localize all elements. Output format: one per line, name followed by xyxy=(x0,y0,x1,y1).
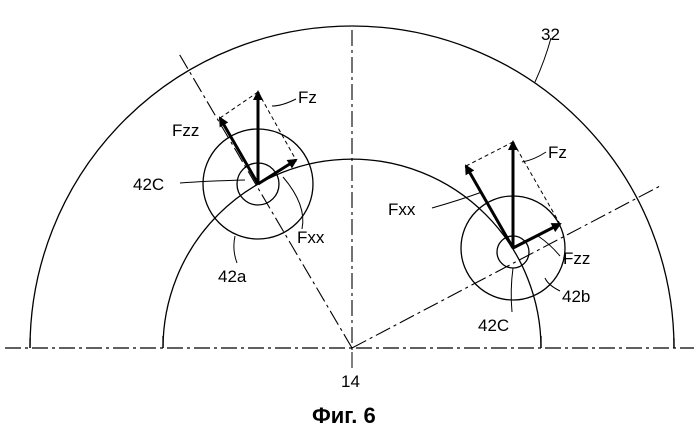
leader-right-fxx xyxy=(432,192,482,208)
figure-caption: Фиг. 6 xyxy=(312,403,376,428)
label-right-fzz: Fzz xyxy=(563,249,590,268)
label-42a: 42a xyxy=(218,267,247,286)
leader-right-fzz xyxy=(538,236,560,256)
label-right-fz: Fz xyxy=(548,143,567,162)
right-fxx-arrow xyxy=(466,166,513,248)
leader-32 xyxy=(535,38,551,82)
label-right-fxx: Fxx xyxy=(388,200,416,219)
label-center-14: 14 xyxy=(341,372,360,391)
leader-right-42c xyxy=(511,268,513,312)
leader-42b xyxy=(545,278,560,291)
left-radial-line xyxy=(178,52,352,348)
label-left-fzz: Fzz xyxy=(172,121,199,140)
right-parallelogram-top xyxy=(466,142,513,166)
label-outer-ring: 32 xyxy=(541,25,560,44)
leader-left-42c xyxy=(180,180,245,183)
leader-left-fz xyxy=(272,99,296,106)
right-fzz-arrow xyxy=(513,224,560,248)
label-left-fxx: Fxx xyxy=(297,228,325,247)
label-right-42c: 42C xyxy=(478,316,509,335)
leader-left-fxx xyxy=(283,177,303,229)
label-left-42c: 42C xyxy=(133,175,164,194)
label-left-fz: Fz xyxy=(298,88,317,107)
left-parallelogram-top xyxy=(220,92,258,118)
left-parallelogram-side xyxy=(258,92,296,160)
leader-right-fz xyxy=(522,152,546,162)
label-42b: 42b xyxy=(562,287,590,306)
leader-42a xyxy=(234,236,237,263)
